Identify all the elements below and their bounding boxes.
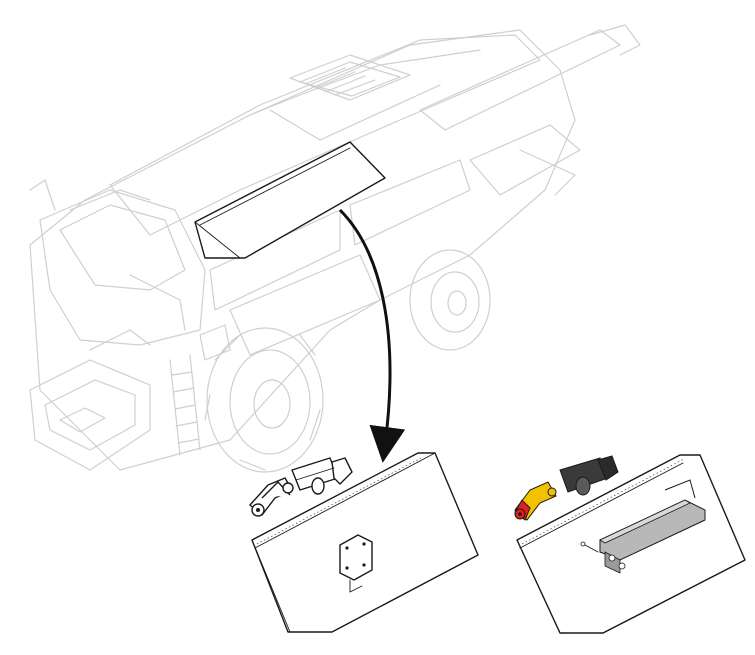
- detail-left-linkage: [249, 457, 353, 517]
- cover-panel-callout: [194, 141, 386, 259]
- detail-right-highlighted-bracket: [514, 481, 557, 521]
- detail-left-panel: [251, 452, 479, 633]
- combine-harvester-ghost: [29, 24, 641, 473]
- detail-right-frame-rail: [580, 479, 706, 574]
- callout-arrow: [338, 208, 406, 463]
- detail-right-actuator: [559, 455, 619, 496]
